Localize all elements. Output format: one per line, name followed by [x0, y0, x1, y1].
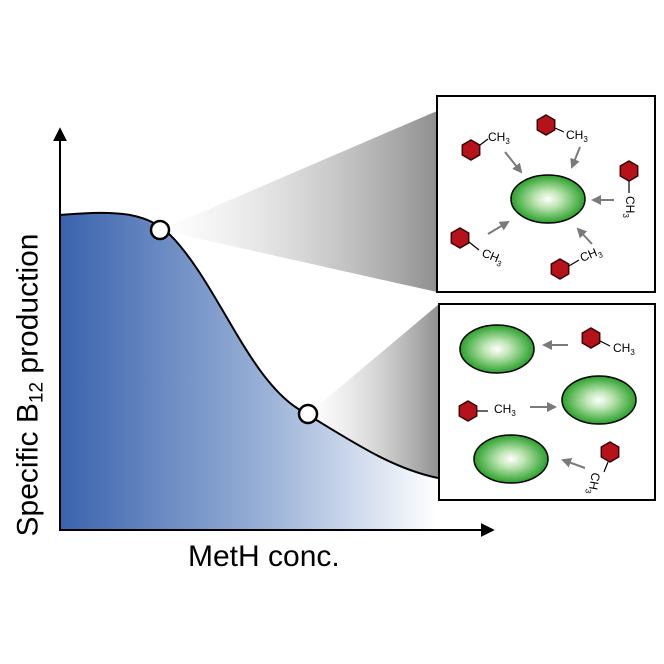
hexagon-molecule-icon	[619, 160, 639, 193]
hexagon-molecule-icon	[550, 258, 580, 280]
arrow-icon	[576, 227, 593, 245]
callout-wedge-top	[160, 111, 437, 292]
x-axis-title: MetH conc.	[188, 540, 340, 573]
molecule-label: CH3	[488, 130, 510, 146]
y-axis-title: Specific B12 production	[12, 234, 49, 537]
hexagon-molecule-icon	[536, 114, 565, 136]
molecule-label: CH3	[613, 341, 635, 357]
arrow-icon	[504, 151, 523, 174]
curve-area	[60, 212, 438, 530]
hexagon-molecule-icon	[458, 400, 488, 422]
sample-point-high-conc	[297, 403, 319, 425]
cell-icon	[459, 324, 535, 374]
hexagon-molecule-icon	[581, 327, 611, 349]
hexagon-molecule-icon	[450, 227, 480, 251]
arrow-icon	[487, 220, 510, 235]
cell-icon	[510, 174, 586, 224]
arrow-icon	[570, 146, 581, 169]
hexagon-molecule-icon	[461, 138, 489, 161]
curve-line	[59, 211, 439, 479]
cell-icon	[473, 434, 549, 484]
molecule-label: CH3	[621, 196, 637, 218]
molecule-label: CH3	[566, 128, 588, 144]
molecule-label: CH3	[479, 246, 506, 269]
y-axis-title-subscript: 12	[26, 381, 48, 404]
arrow-icon	[561, 458, 586, 469]
callout-wedge-bottom	[308, 304, 439, 500]
molecule-label: CH3	[583, 471, 603, 496]
hexagon-molecule-icon	[600, 441, 620, 473]
molecule-label: CH3	[494, 402, 516, 418]
cell-icon	[561, 375, 637, 425]
molecule-label: CH3	[578, 243, 605, 266]
y-axis-title-suffix: production	[11, 233, 45, 382]
panel-high-conc: CH3 CH3 CH3	[438, 303, 656, 501]
sample-point-low-conc	[149, 219, 171, 241]
panel-low-conc: CH3 CH3 CH3 CH3 CH3	[436, 95, 656, 293]
y-axis-title-prefix: Specific B	[11, 403, 45, 537]
